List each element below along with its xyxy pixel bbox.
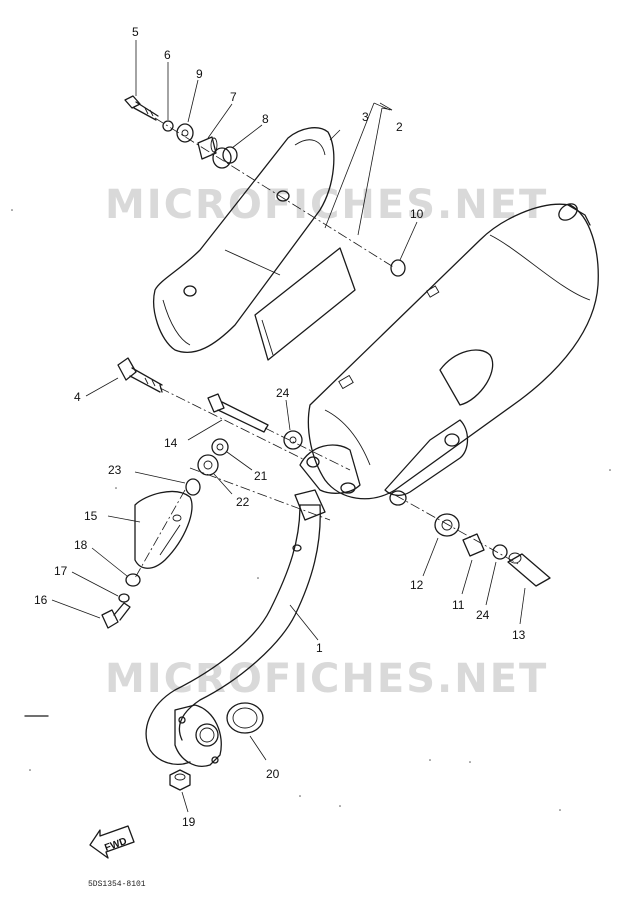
- washer-24-upper: [283, 430, 303, 450]
- washer-10: [390, 259, 406, 277]
- washer-24-lower: [492, 544, 508, 560]
- callout-24-lower: 24: [476, 608, 490, 622]
- heat-shield-gasket: [254, 247, 356, 361]
- callout-16: 16: [34, 593, 48, 607]
- callout-3: 3: [362, 110, 369, 124]
- callout-24-upper: 24: [276, 386, 290, 400]
- heat-shield: [153, 127, 335, 354]
- callout-6: 6: [164, 48, 171, 62]
- callout-22: 22: [236, 495, 250, 509]
- reference-code: 5DS1354-8101: [88, 880, 146, 889]
- fwd-arrow-icon: FWD: [89, 825, 135, 859]
- fwd-label: FWD: [103, 836, 128, 854]
- callout-20: 20: [266, 767, 280, 781]
- damper-22: [197, 454, 219, 476]
- damper-8: [212, 146, 238, 169]
- callout-5: 5: [132, 25, 139, 39]
- callout-18: 18: [74, 538, 88, 552]
- callout-13: 13: [512, 628, 526, 642]
- exhaust-pipe: [145, 444, 361, 767]
- collar-11: [462, 533, 485, 557]
- callout-15: 15: [84, 509, 98, 523]
- callout-14: 14: [164, 436, 178, 450]
- callout-21: 21: [254, 469, 268, 483]
- nut-19: [169, 769, 191, 791]
- washer-21: [211, 438, 229, 456]
- callout-8: 8: [262, 112, 269, 126]
- washer-17: [118, 593, 130, 603]
- muffler: [307, 203, 599, 506]
- callout-23: 23: [108, 463, 122, 477]
- scan-specks: [11, 209, 611, 811]
- bolt-5: [124, 95, 159, 121]
- callout-19: 19: [182, 815, 196, 829]
- screw-16: [101, 602, 131, 629]
- callout-9: 9: [196, 67, 203, 81]
- callout-11: 11: [452, 598, 465, 612]
- collar-23: [185, 478, 201, 496]
- callout-1: 1: [316, 641, 323, 655]
- assembly-lines: [134, 117, 521, 579]
- collar-7: [197, 136, 218, 160]
- callout-17: 17: [54, 564, 68, 578]
- callout-7: 7: [230, 90, 237, 104]
- washer-18: [125, 573, 141, 587]
- leader-lines: [51, 40, 526, 813]
- washer-6: [162, 120, 174, 132]
- damper-12: [434, 513, 460, 537]
- bolt-4: [117, 357, 163, 393]
- gasket-ring: [226, 702, 264, 734]
- watermark-bottom: MICROFICHES.NET: [105, 656, 548, 702]
- callout-10: 10: [410, 207, 424, 221]
- callout-4: 4: [74, 390, 81, 404]
- collar-13: [507, 552, 551, 587]
- callout-12: 12: [410, 578, 424, 592]
- callout-2: 2: [396, 120, 403, 134]
- washer-9: [176, 123, 194, 143]
- watermark-top: MICROFICHES.NET: [105, 182, 548, 228]
- callout-labels: 1 2 3 4 5 6 7 8 9 10 11 12 13 14 15 16 1…: [34, 25, 526, 829]
- protector-cover: [134, 490, 193, 569]
